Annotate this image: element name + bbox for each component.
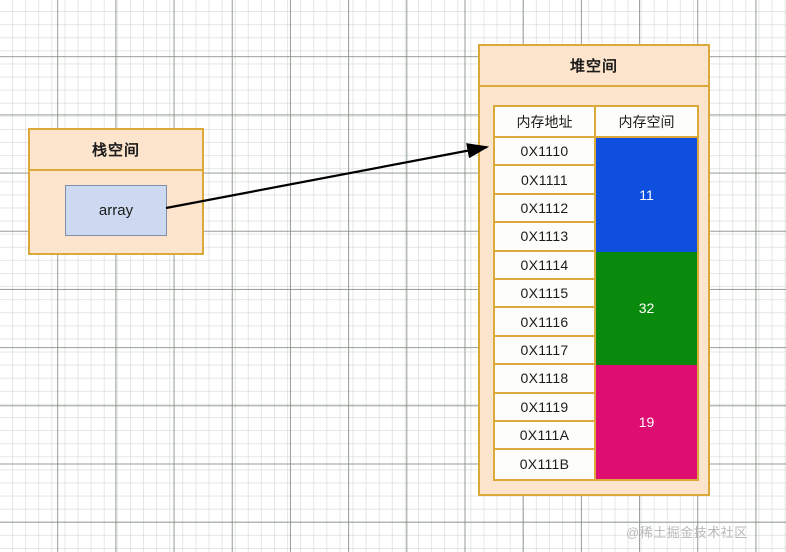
memory-value-block: 19: [596, 365, 697, 479]
memory-address-cell: 0X111A: [495, 421, 594, 451]
column-header-address: 内存地址: [495, 107, 596, 138]
memory-address-cell: 0X1112: [495, 194, 594, 224]
memory-address-cell: 0X111B: [495, 450, 594, 479]
memory-value-block: 11: [596, 138, 697, 252]
stack-space-box: 栈空间 array: [28, 128, 204, 255]
memory-address-cell: 0X1110: [495, 138, 594, 167]
column-header-space: 内存空间: [596, 107, 697, 138]
heap-space-title: 堆空间: [480, 46, 708, 87]
memory-address-cell: 0X1118: [495, 365, 594, 394]
memory-value-block: 32: [596, 251, 697, 366]
memory-address-cell: 0X1115: [495, 279, 594, 309]
memory-address-cell: 0X1119: [495, 393, 594, 422]
pointer-arrow-line: [165, 143, 490, 210]
memory-address-cell: 0X1116: [495, 308, 594, 337]
memory-address-cell: 0X1111: [495, 166, 594, 195]
memory-table-header-row: 内存地址 内存空间: [495, 107, 697, 138]
array-variable-box: array: [65, 185, 167, 236]
memory-address-cell: 0X1113: [495, 223, 594, 252]
memory-address-cell: 0X1117: [495, 336, 594, 366]
stack-space-title: 栈空间: [30, 130, 202, 171]
watermark: @稀土掘金技术社区: [626, 525, 748, 540]
memory-address-cell: 0X1114: [495, 251, 594, 280]
stack-space-body: array: [30, 171, 202, 253]
